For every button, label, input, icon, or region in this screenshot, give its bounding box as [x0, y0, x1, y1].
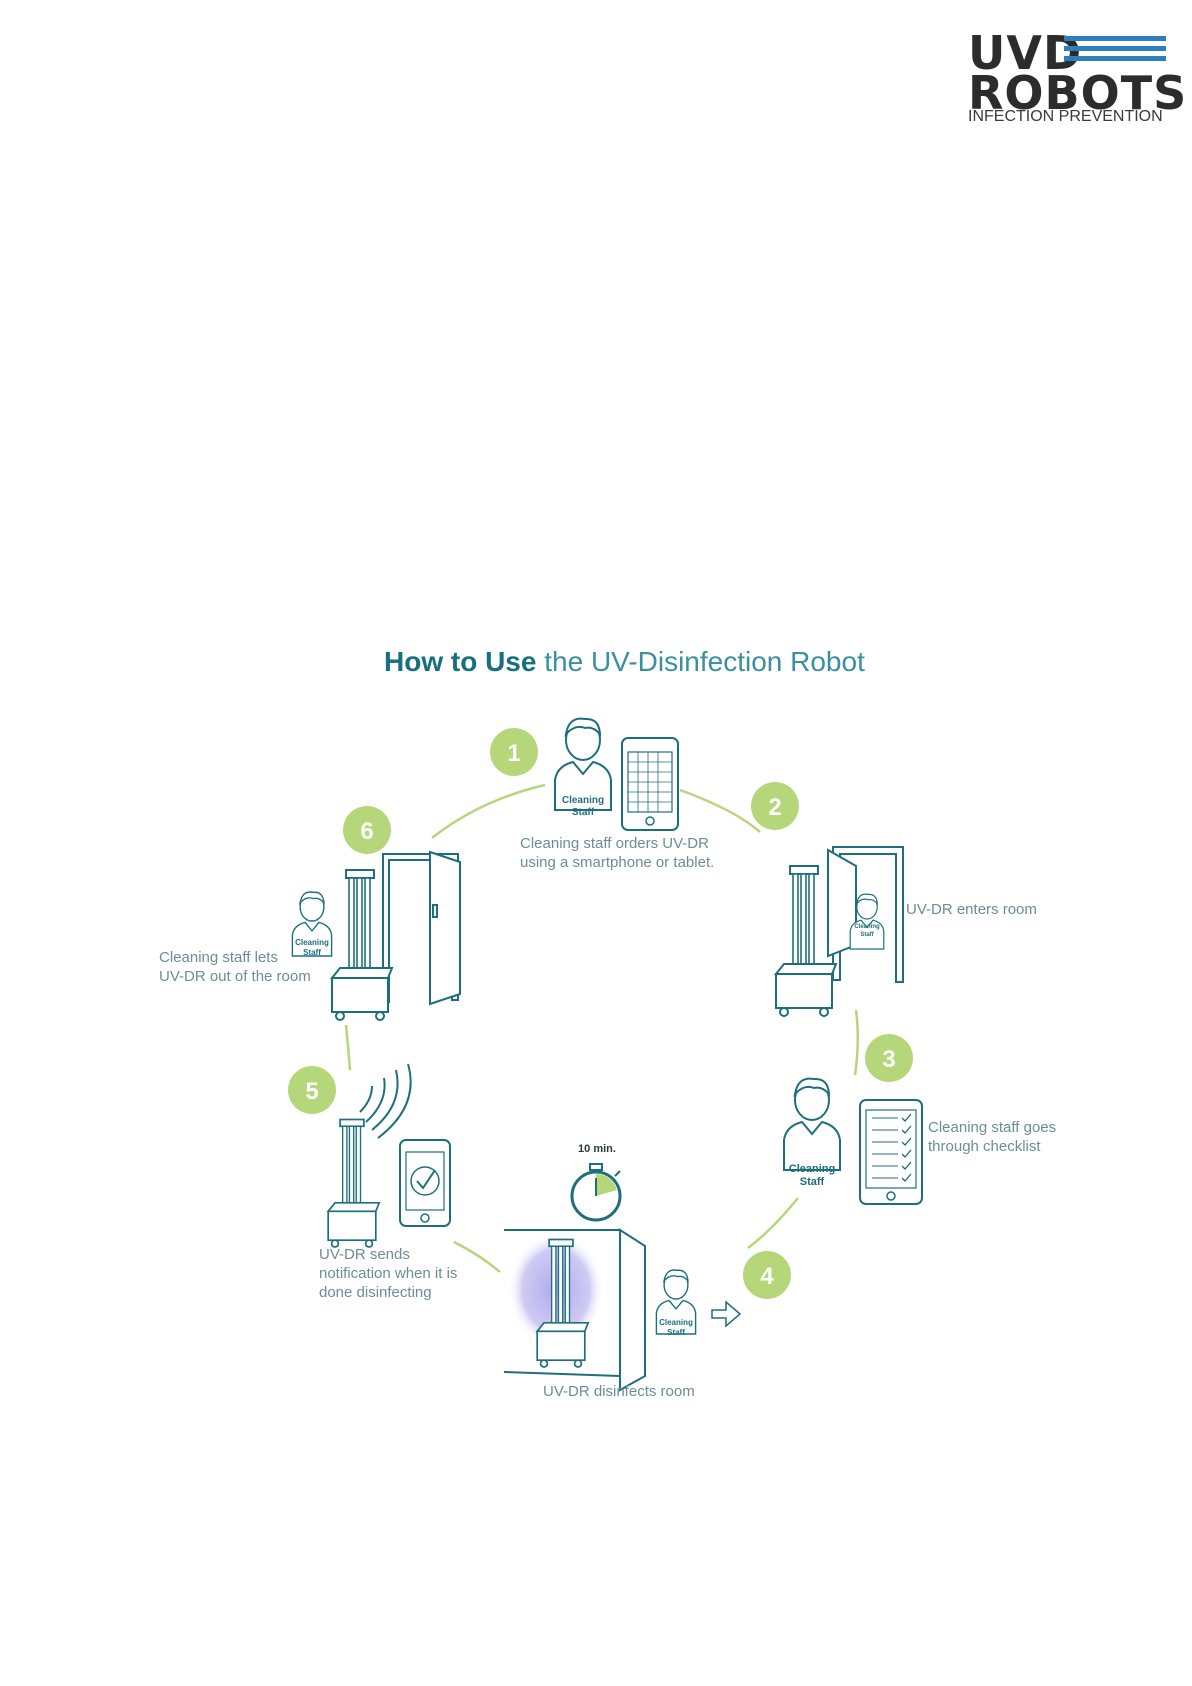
step-5-number: 5 [305, 1078, 318, 1105]
title-rest: the UV-Disinfection Robot [544, 646, 865, 677]
connector-2-3 [853, 1009, 860, 1076]
staff-badge-line-1: Cleaning [562, 795, 604, 806]
step-2-number: 2 [768, 794, 781, 821]
step-1-number: 1 [507, 740, 520, 767]
uvd-robots-logo: UVD ROBOTS INFECTION PREVENTION [968, 26, 1186, 130]
check-icon [416, 1169, 436, 1190]
step-3-illustration: Cleaning Staff [783, 1077, 923, 1205]
logo-word-robots: ROBOTS [968, 66, 1188, 120]
step-5-caption: UV-DR sends notification when it is done… [319, 1245, 457, 1302]
room-wall-icon [503, 1228, 646, 1392]
step-6-badge: 6 [343, 806, 391, 854]
step-1-badge: 1 [490, 728, 538, 776]
staff-badge-line-1: Cleaning [789, 1163, 835, 1175]
open-door-icon [382, 850, 461, 1006]
connector-6-1 [431, 783, 546, 839]
door-frame-icon [827, 846, 904, 983]
step-6-caption-line-1: Cleaning staff lets [159, 949, 278, 966]
step-5-illustration [327, 1063, 451, 1248]
step-1-caption-line-2: using a smartphone or tablet. [520, 854, 715, 871]
step-1-caption-line-1: Cleaning staff orders UV-DR [520, 835, 709, 852]
step-1-caption: Cleaning staff orders UV-DR using a smar… [520, 834, 714, 872]
cleaning-staff-person-icon [783, 1077, 841, 1171]
logo-stripes-icon [1064, 36, 1166, 70]
staff-badge-line-1: Cleaning [295, 938, 329, 947]
title-bold: How to Use [384, 646, 537, 677]
staff-badge-line-2: Staff [800, 1176, 825, 1188]
step-4-badge: 4 [743, 1251, 791, 1299]
staff-badge-line-2: Staff [303, 948, 321, 957]
step-3-caption: Cleaning staff goes through checklist [928, 1118, 1056, 1156]
staff-badge-line-2: Staff [572, 807, 595, 818]
logo-tagline: INFECTION PREVENTION [968, 108, 1163, 125]
connector-4-5 [453, 1240, 501, 1273]
notification-phone-icon [399, 1139, 451, 1227]
step-3-badge: 3 [865, 1034, 913, 1082]
wifi-signal-icon [359, 1063, 412, 1139]
staff-badge-line-1: Cleaning [659, 1318, 693, 1327]
step-4-caption-line-1: UV-DR disinfects room [543, 1383, 695, 1400]
step-number-badges: 1 2 3 4 5 6 [288, 728, 913, 1299]
step-5-caption-line-2: notification when it is [319, 1265, 458, 1282]
step-6-number: 6 [360, 818, 373, 845]
connector-3-4 [747, 1197, 799, 1249]
step-5-badge: 5 [288, 1066, 336, 1114]
robot-icon [327, 1118, 381, 1248]
step-6-caption-line-2: UV-DR out of the room [159, 968, 311, 985]
step-1-illustration: Cleaning Staff [554, 717, 679, 831]
staff-badge-line-2: Staff [667, 1328, 685, 1337]
step-3-number: 3 [882, 1046, 895, 1073]
step-4-number: 4 [760, 1263, 774, 1290]
stopwatch-icon [570, 1163, 622, 1222]
timer-label: 10 min. [578, 1143, 616, 1155]
checklist-phone-icon [859, 1099, 923, 1205]
connector-1-2 [679, 788, 761, 833]
step-4-caption: UV-DR disinfects room [543, 1382, 695, 1401]
doorway-badge-line-1: Cleaning [854, 924, 880, 930]
connector-5-6 [344, 1024, 352, 1071]
logo-word-uvd: UVD [968, 26, 1083, 80]
step-2-badge: 2 [751, 782, 799, 830]
step-6-illustration: Cleaning Staff [291, 850, 461, 1021]
cycle-connectors [344, 783, 860, 1273]
exit-arrow-icon [711, 1300, 742, 1328]
doorway-badge-line-2: Staff [860, 932, 874, 938]
step-3-caption-line-2: through checklist [928, 1138, 1041, 1155]
step-3-caption-line-1: Cleaning staff goes [928, 1119, 1057, 1136]
step-2-caption-line-1: UV-DR enters room [906, 901, 1037, 918]
step-5-caption-line-3: done disinfecting [319, 1284, 432, 1301]
step-6-caption: Cleaning staff lets UV-DR out of the roo… [159, 948, 311, 986]
tablet-icon [621, 737, 679, 831]
diagram-title: How to Use the UV-Disinfection Robot [384, 646, 865, 678]
step-4-illustration: 10 min. Cleaning Staff [503, 1143, 742, 1392]
step-2-caption: UV-DR enters room [906, 900, 1037, 919]
step-2-illustration: Cleaning Staff [775, 846, 904, 1017]
step-5-caption-line-1: UV-DR sends [319, 1246, 410, 1263]
